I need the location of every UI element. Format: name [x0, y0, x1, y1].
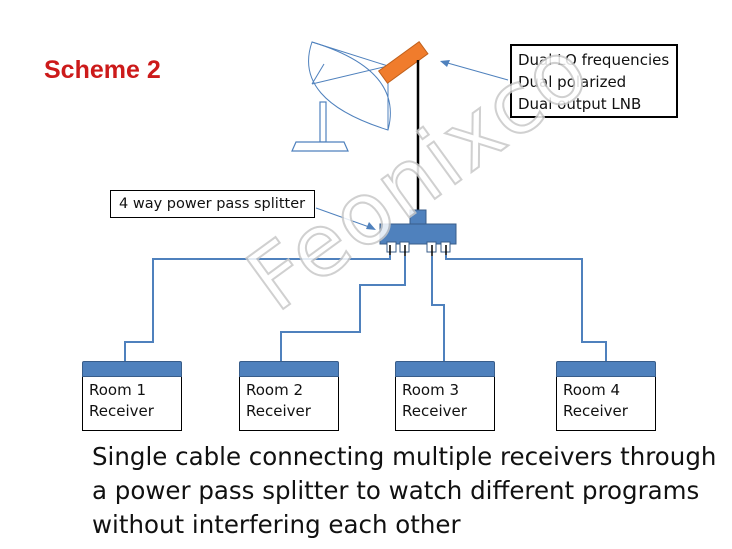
receiver-text: Receiver: [402, 402, 467, 420]
receiver-label: Room 2 Receiver: [239, 377, 339, 431]
lnb-pointer-arrow: [440, 60, 509, 81]
lnb-label-line-1: Dual LO frequencies: [518, 51, 670, 69]
room-1-receiver: Room 1 Receiver: [82, 361, 182, 431]
cable-room-3: [431, 256, 445, 361]
cable-room-2: [280, 256, 406, 361]
receiver-text: Receiver: [89, 402, 154, 420]
scheme-title: Scheme 2: [44, 56, 161, 84]
caption-line-3: without interfering each other: [92, 510, 461, 539]
receiver-top: [239, 361, 339, 377]
receiver-text: Receiver: [563, 402, 628, 420]
splitter-label-box: 4 way power pass splitter: [110, 190, 315, 218]
satellite-dish: [308, 41, 391, 131]
receiver-top: [556, 361, 656, 377]
receiver-top: [395, 361, 495, 377]
room-3-receiver: Room 3 Receiver: [395, 361, 495, 431]
room-name: Room 2: [246, 381, 304, 399]
receiver-top: [82, 361, 182, 377]
cable-room-4: [445, 255, 607, 361]
splitter-device: [379, 209, 457, 256]
room-name: Room 1: [89, 381, 147, 399]
lnb-label-line-3: Dual output LNB: [518, 95, 642, 113]
room-4-receiver: Room 4 Receiver: [556, 361, 656, 431]
diagram-caption: Single cable connecting multiple receive…: [92, 440, 717, 542]
caption-line-1: Single cable connecting multiple receive…: [92, 442, 717, 471]
lnb-label-line-2: Dual polarized: [518, 73, 627, 91]
receiver-label: Room 3 Receiver: [395, 377, 495, 431]
dish-stand: [291, 101, 349, 152]
receiver-label: Room 1 Receiver: [82, 377, 182, 431]
lnb-description-box: Dual LO frequencies Dual polarized Dual …: [510, 44, 678, 118]
cable-room-1: [124, 255, 391, 361]
room-2-receiver: Room 2 Receiver: [239, 361, 339, 431]
room-name: Room 4: [563, 381, 621, 399]
receiver-label: Room 4 Receiver: [556, 377, 656, 431]
caption-line-2: a power pass splitter to watch different…: [92, 476, 700, 505]
room-name: Room 3: [402, 381, 460, 399]
splitter-pointer-arrow: [315, 207, 376, 230]
lnb-head: [377, 40, 429, 84]
receiver-text: Receiver: [246, 402, 311, 420]
